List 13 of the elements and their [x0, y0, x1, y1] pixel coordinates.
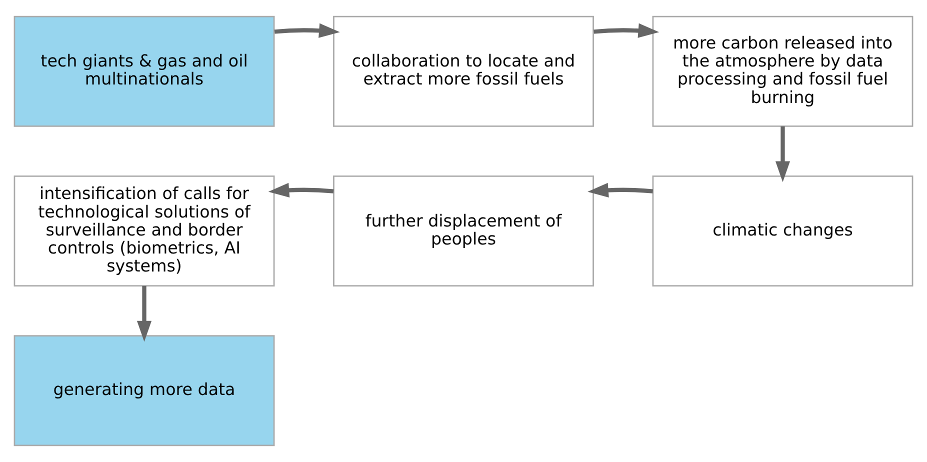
arrow — [588, 182, 654, 198]
node-box: intensification of calls for technological solutions of surveillance and border controls (biometrics, AI systems) — [14, 175, 275, 287]
node-box: further displacement of peoples — [333, 175, 594, 287]
arrow — [136, 286, 152, 342]
node-box: generating more data — [14, 335, 275, 446]
node-box: climatic changes — [652, 175, 914, 287]
arrow — [775, 126, 790, 182]
arrow — [594, 23, 660, 38]
node-box: tech giants & gas and oil multinationals — [14, 16, 275, 127]
node-box: collaboration to locate and extract more fossil fuels — [333, 16, 594, 127]
arrow — [274, 23, 340, 38]
arrow — [268, 182, 334, 198]
node-box: more carbon released into the atmosphere by data processing and fossil fuel burning — [652, 16, 914, 127]
